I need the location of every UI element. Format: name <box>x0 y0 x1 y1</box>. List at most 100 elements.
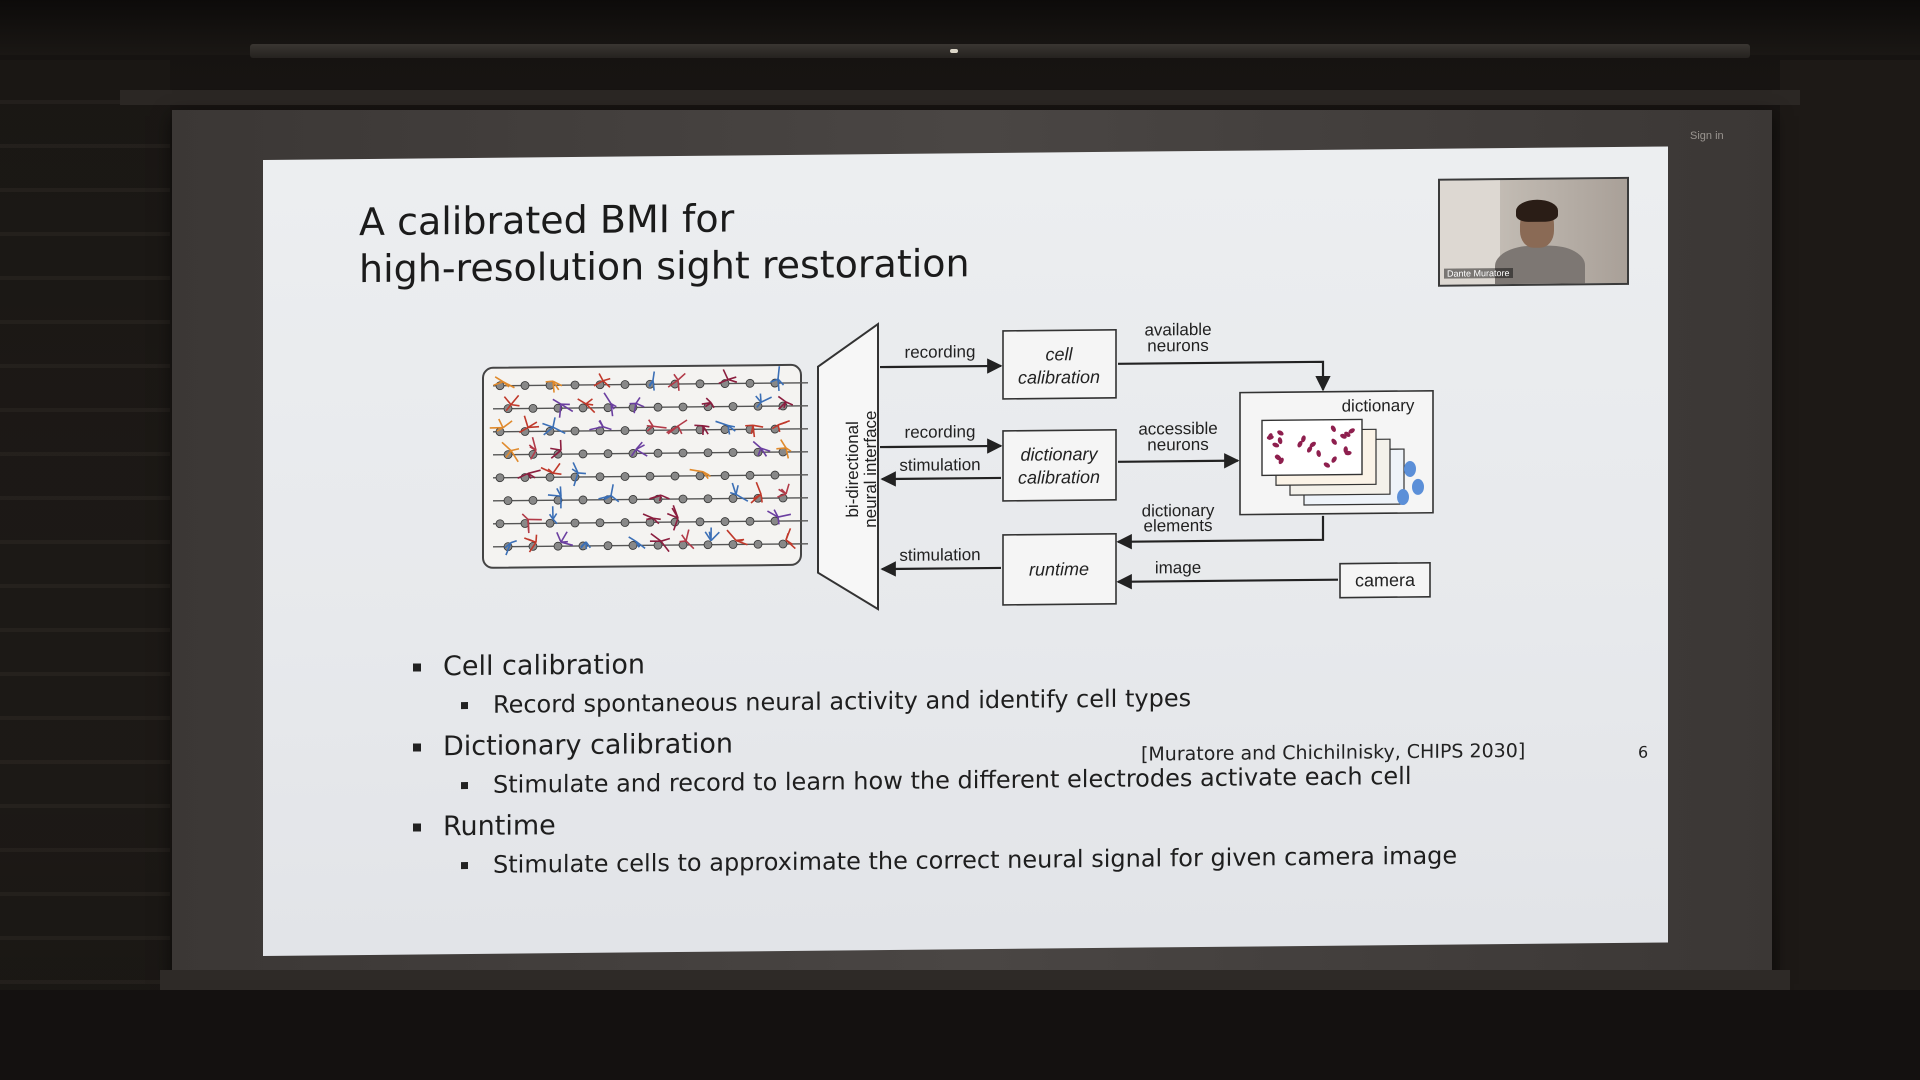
neuron-dendrite <box>715 420 729 427</box>
neuron-dendrite <box>498 418 504 429</box>
neuron-dendrite <box>502 420 513 429</box>
label-accessible-neurons: neurons <box>1147 435 1208 455</box>
neuron-dendrite <box>760 447 768 457</box>
neuron-dendrite <box>677 425 683 435</box>
neuron-dendrite <box>552 380 560 391</box>
neuron-dendrite <box>777 493 787 498</box>
neuron-dendrite <box>652 371 656 381</box>
neuron-dendrite <box>559 486 562 497</box>
dictionary-element-dot <box>1348 428 1355 434</box>
neuron-dendrite <box>777 395 787 403</box>
electrode-dot <box>503 496 513 506</box>
neuron-dendrite <box>505 404 512 412</box>
webcam-name-label: Dante Muratore <box>1444 268 1513 279</box>
arrow-accessible-neurons <box>1118 453 1240 469</box>
electrode-dot <box>753 539 763 549</box>
neuron-dendrite <box>506 542 512 551</box>
neuron-dendrite <box>573 472 579 487</box>
neuron-dendrite <box>501 441 512 452</box>
neuron-dendrite <box>580 541 587 549</box>
label-recording-2: recording <box>905 422 976 442</box>
electrode-dot <box>495 519 505 529</box>
neuron-dendrite <box>545 380 554 383</box>
neuron-dendrite <box>735 539 748 546</box>
electrode-dot <box>553 541 563 551</box>
neuron-dendrite <box>652 517 660 525</box>
cell-calibration-line2: calibration <box>1018 367 1100 388</box>
neuron-dendrite <box>527 519 530 532</box>
neuron-dendrite <box>727 378 738 383</box>
neuron-dendrite <box>649 494 662 500</box>
neuron-dendrite <box>510 539 517 544</box>
arrow-available-neurons <box>1118 360 1331 392</box>
electrode-dot <box>545 472 555 482</box>
runtime-label: runtime <box>1029 559 1089 580</box>
neuron-dendrite <box>658 495 662 502</box>
neuron-dendrite <box>727 424 736 428</box>
neuron-dendrite <box>510 450 519 463</box>
dictionary-element-dot <box>1344 431 1351 437</box>
camera-label: camera <box>1355 570 1416 591</box>
electrode-dot <box>595 472 605 482</box>
neuron-dendrite <box>528 541 537 553</box>
cell-calibration-line1: cell <box>1045 344 1073 364</box>
neuron-dendrite <box>681 534 687 542</box>
electrode-dot <box>520 381 530 390</box>
neuron-dendrite <box>585 403 594 406</box>
electrode-dot <box>645 471 655 481</box>
neuron-dendrite <box>585 541 592 549</box>
neuron-dendrite <box>726 529 737 541</box>
neuron-dendrite <box>702 471 709 480</box>
dictionary-element-dot <box>1275 454 1282 461</box>
dictionary-element-dot <box>1323 462 1331 468</box>
neuron-dendrite <box>648 379 654 387</box>
neuron-dendrite <box>760 494 763 503</box>
neuron-dendrite <box>543 426 554 436</box>
neuron-dendrite <box>778 401 787 410</box>
dictionary-element-dot <box>1330 425 1336 432</box>
neuron-dendrite <box>628 536 637 543</box>
cell-calibration-box <box>1002 329 1117 400</box>
electrode-dot <box>728 448 738 457</box>
electrode-dot <box>770 470 780 480</box>
neuron-dendrite <box>503 396 512 406</box>
runtime-box <box>1002 533 1117 606</box>
neuron-dendrite <box>777 366 781 380</box>
neuron-dendrite <box>702 424 710 428</box>
neuron-dendrite <box>560 531 568 543</box>
neuron-dendrite <box>502 380 515 389</box>
electrode-dot <box>703 494 713 504</box>
neuron-dendrite <box>757 447 762 456</box>
neuron-dendrite <box>785 483 790 495</box>
neuron-dendrite <box>610 495 620 503</box>
arrow-dictionary-elements <box>1116 515 1325 550</box>
label-dictionary: dictionary <box>1142 501 1215 521</box>
neuron-dendrite <box>660 540 670 553</box>
neuron-dendrite <box>685 540 695 550</box>
neuron-dendrite <box>777 516 780 525</box>
citation: [Muratore and Chichilnisky, CHIPS 2030] <box>1141 739 1526 766</box>
neuron-dendrite <box>773 509 779 518</box>
neuron-dendrite <box>671 507 679 519</box>
neuron-dendrite <box>523 415 529 428</box>
neuron-dendrite <box>660 494 670 500</box>
electrode-dot <box>578 495 588 505</box>
neuron-dendrite <box>677 379 680 391</box>
label-accessible: accessible <box>1138 419 1217 439</box>
neuron-dendrite <box>756 401 762 408</box>
neuron-dendrite <box>679 540 687 543</box>
neuron-dendrite <box>705 397 712 404</box>
presentation-slide: A calibrated BMI for high-resolution sig… <box>263 146 1668 956</box>
neuron-dendrite <box>610 484 614 496</box>
presenter-webcam: Dante Muratore <box>1438 176 1629 287</box>
slide-title: A calibrated BMI for high-resolution sig… <box>359 193 970 293</box>
electrode-dot <box>570 426 580 436</box>
neuron-dendrite <box>776 447 787 450</box>
electrode-dot <box>695 471 705 481</box>
neuron-dendrite <box>555 449 562 456</box>
neuron-dendrite <box>777 424 781 433</box>
neuron-dendrite <box>599 419 604 428</box>
electrode-dot <box>678 402 688 412</box>
neuron-dendrite <box>677 372 686 381</box>
neuron-dendrite <box>572 462 579 474</box>
